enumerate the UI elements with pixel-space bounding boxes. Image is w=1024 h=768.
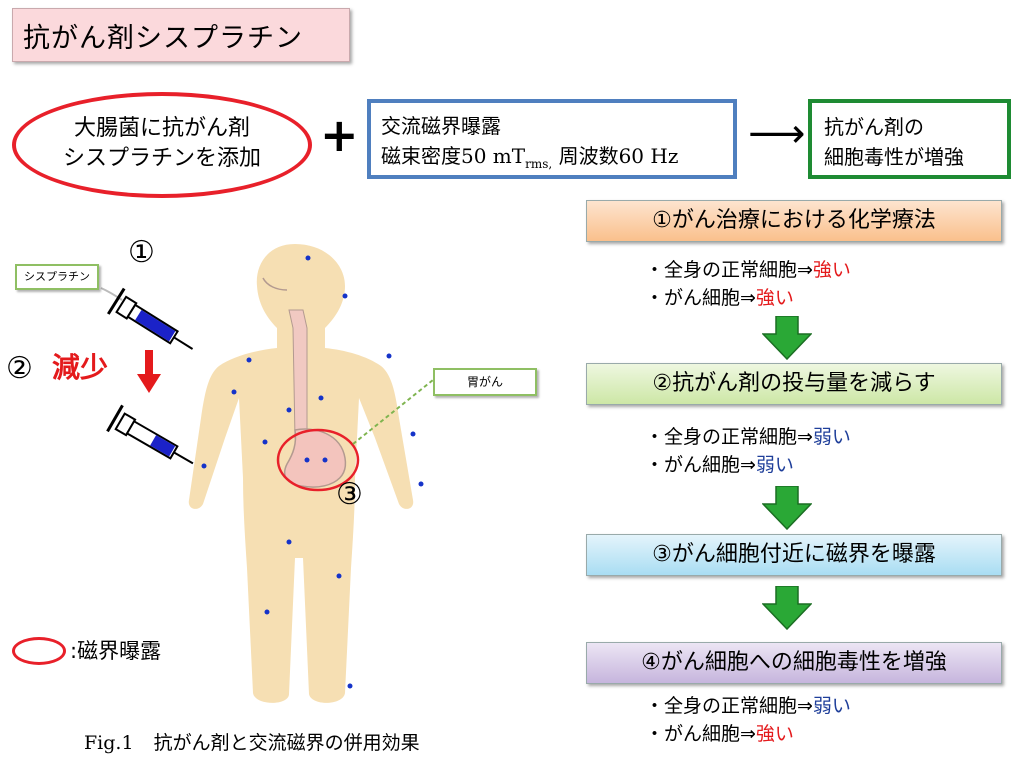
- bullet-prefix: ・全身の正常細胞⇒: [645, 426, 813, 448]
- step2-bullet-cancer: ・がん細胞⇒弱い: [645, 453, 794, 477]
- reduce-arrow-icon: [137, 350, 161, 393]
- syringe-full-icon: [100, 287, 194, 350]
- exposure-rms-sub: rms,: [525, 157, 553, 171]
- bullet-value: 弱い: [812, 695, 851, 717]
- plus-sign: +: [320, 108, 359, 162]
- bullet-prefix: ・全身の正常細胞⇒: [645, 695, 813, 717]
- step1-bullet-normal: ・全身の正常細胞⇒強い: [645, 258, 851, 282]
- exposure-density: 磁束密度50 mT: [381, 144, 526, 168]
- bullet-value: 強い: [812, 259, 851, 281]
- down-arrow-icon: [762, 486, 812, 530]
- mouth: [262, 277, 288, 291]
- exposure-line-1: 交流磁界曝露: [381, 114, 501, 138]
- magnetic-exposure-box: 交流磁界曝露 磁束密度50 mTrms, 周波数60 Hz: [367, 99, 737, 179]
- bullet-value: 弱い: [812, 426, 851, 448]
- human-body-illustration: [188, 244, 434, 703]
- result-box: 抗がん剤の 細胞毒性が増強: [808, 99, 1011, 179]
- oval-line-2: シスプラチンを添加: [62, 146, 261, 171]
- step-magnetic-exposure: ③がん細胞付近に磁界を曝露: [586, 534, 1002, 576]
- stomach-cancer-tag: 胃がん: [433, 368, 537, 396]
- exposure-line-2: 磁束密度50 mTrms, 周波数60 Hz: [381, 143, 678, 177]
- right-arrow-icon: ⟶: [748, 111, 806, 157]
- magnetic-exposure-circle: [276, 428, 360, 492]
- step-enhance-toxicity: ④がん細胞への細胞毒性を増強: [586, 642, 1002, 684]
- bullet-prefix: ・がん細胞⇒: [645, 287, 756, 309]
- step1-bullet-cancer: ・がん細胞⇒強い: [645, 286, 794, 310]
- bullet-value: 強い: [755, 723, 794, 745]
- bullet-value: 弱い: [755, 454, 794, 476]
- result-line-2: 細胞毒性が増強: [824, 145, 964, 169]
- marker-1: ①: [128, 235, 155, 270]
- down-arrow-icon: [762, 586, 812, 630]
- title-box: 抗がん剤シスプラチン: [12, 8, 350, 62]
- marker-3: ③: [336, 477, 363, 512]
- marker-2: ②: [6, 351, 33, 386]
- bullet-value: 強い: [755, 287, 794, 309]
- step4-bullet-cancer: ・がん細胞⇒強い: [645, 722, 794, 746]
- bullet-prefix: ・全身の正常細胞⇒: [645, 259, 813, 281]
- step4-bullet-normal: ・全身の正常細胞⇒弱い: [645, 694, 851, 718]
- figure-caption: Fig.1 抗がん剤と交流磁界の併用効果: [84, 730, 420, 756]
- caption-text: 抗がん剤と交流磁界の併用効果: [153, 732, 420, 754]
- reduce-label: 減少: [52, 351, 109, 384]
- exposure-frequency: 周波数60 Hz: [552, 144, 679, 168]
- cisplatin-tag: シスプラチン: [15, 264, 99, 290]
- oval-line-1: 大腸菌に抗がん剤: [73, 116, 250, 141]
- cancer-leader-line: [352, 379, 434, 445]
- down-arrow-icon: [762, 316, 812, 360]
- slide-title: 抗がん剤シスプラチン: [23, 23, 303, 54]
- caption-fig-number: Fig.1: [84, 732, 134, 754]
- dot-markers: [201, 255, 424, 689]
- bullet-prefix: ・がん細胞⇒: [645, 454, 756, 476]
- bullet-prefix: ・がん細胞⇒: [645, 723, 756, 745]
- legend-oval-icon: [12, 637, 66, 665]
- step-reduce-dose: ②抗がん剤の投与量を減らす: [586, 363, 1002, 405]
- step2-bullet-normal: ・全身の正常細胞⇒弱い: [645, 425, 851, 449]
- syringe-reduced-icon: [106, 404, 194, 465]
- result-line-1: 抗がん剤の: [824, 115, 924, 139]
- step-chemotherapy: ①がん治療における化学療法: [586, 200, 1002, 242]
- cisplatin-addition-oval: 大腸菌に抗がん剤 シスプラチンを添加: [12, 92, 312, 198]
- legend-label: :磁界曝露: [70, 639, 162, 663]
